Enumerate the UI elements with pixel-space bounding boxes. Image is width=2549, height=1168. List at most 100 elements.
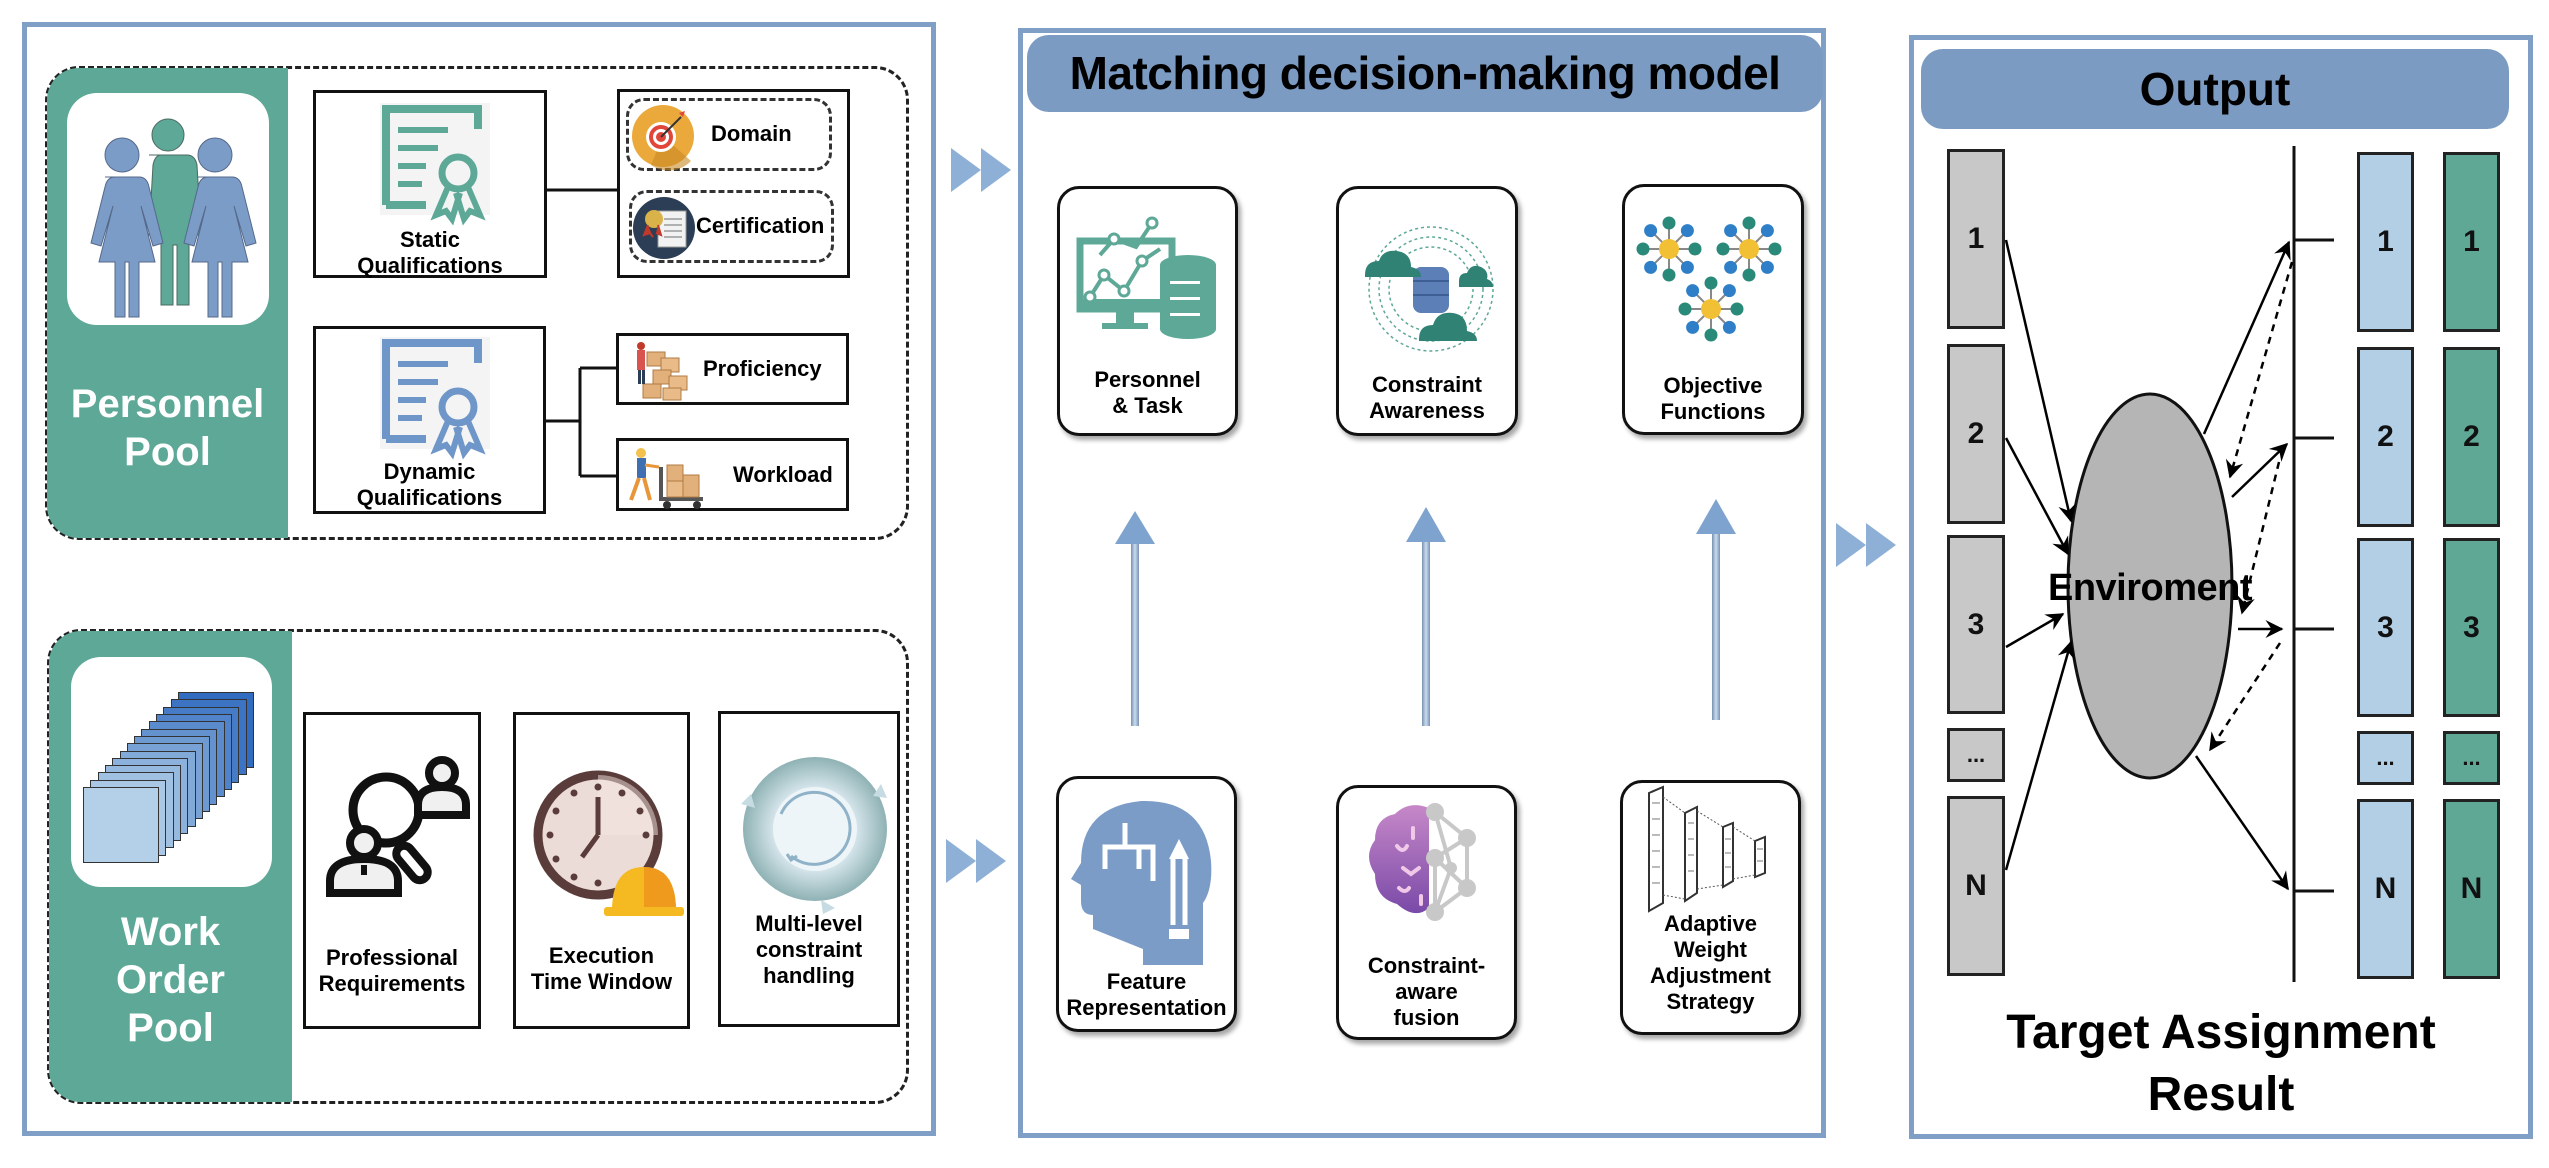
column-box-label: N [2374, 872, 2397, 905]
personnel-pool-label: Personnel Pool [47, 380, 288, 476]
network-nodes-icon [1636, 216, 1782, 342]
output-title: Output [1921, 49, 2509, 129]
adaptive-line3: Adjustment [1650, 963, 1771, 988]
professional-label-line1: Professional [325, 945, 459, 970]
execution-label-line2: Time Window [530, 969, 673, 994]
network-node [1730, 302, 1744, 316]
work-order-icon-tile [71, 657, 272, 887]
environment-label: Enviroment [2047, 567, 2253, 609]
monitor-database-icon [1076, 216, 1216, 339]
result-green-box: N [2443, 799, 2500, 979]
feature-representation-card: Feature Representation [1056, 776, 1237, 1032]
column-box-label: 2 [1967, 417, 1985, 450]
output-arrow-n [2194, 755, 2290, 891]
chevron-right-icon [1836, 523, 1866, 567]
personnel-pool-group [45, 66, 909, 540]
dynamic-qualifications-label: Dynamic Qualifications [316, 459, 543, 511]
stack-sheet [83, 787, 159, 863]
column-box-label: N [1965, 869, 1987, 902]
head-circuit-icon [1071, 800, 1212, 965]
network-node [1680, 224, 1694, 238]
column-box-label: 1 [2463, 225, 2480, 258]
dynamic-qualifications-box: Dynamic Qualifications [313, 326, 546, 514]
feature-representation-label: Feature Representation [1059, 969, 1234, 1021]
input-task-box: N [1947, 796, 2005, 976]
objective-functions-line2: Functions [1660, 399, 1766, 424]
network-node [1704, 328, 1718, 342]
constraint-aware-fusion-card: Constraint- aware fusion [1336, 785, 1517, 1040]
feature-line1: Feature [1106, 969, 1187, 994]
dynamic-label-line1: Dynamic [383, 459, 476, 484]
clock-hardhat-icon [533, 770, 684, 916]
layers-icon [1648, 785, 1766, 913]
output-arrow-1 [2202, 240, 2291, 435]
objective-functions-line1: Objective [1663, 373, 1763, 398]
work-order-pool-label: Work Order Pool [49, 908, 292, 1052]
result-blue-box: 1 [2357, 152, 2414, 332]
personnel-task-line1: Personnel [1094, 367, 1201, 392]
network-node [1724, 224, 1738, 238]
multi-level-label-line3: handling [763, 963, 855, 988]
input-arrow-3 [2005, 612, 2065, 649]
personnel-pool-label-line2: Pool [124, 430, 211, 474]
multi-level-constraint-box: Multi-level constraint handling [718, 711, 900, 1027]
certificate-icon [380, 337, 490, 460]
constraint-awareness-line1: Constraint [1372, 372, 1482, 397]
chevron-right-icon [951, 148, 981, 192]
network-hub [1739, 239, 1759, 259]
feature-line2: Representation [1066, 995, 1227, 1020]
environment-ellipse [2066, 392, 2234, 780]
static-qualifications-label: Static Qualifications [316, 227, 544, 279]
certification-item: Certification [629, 190, 834, 263]
static-qualifications-box: Static Qualifications [313, 90, 547, 278]
column-box-label: ... [2462, 745, 2481, 770]
proficiency-label: Proficiency [703, 356, 822, 381]
cloud-database-icon [1365, 226, 1494, 352]
proficiency-item: Proficiency [616, 333, 849, 405]
network-node [1760, 224, 1774, 238]
execution-time-window-label: Execution Time Window [516, 943, 687, 995]
caption-line1: Target Assignment [2006, 1006, 2436, 1059]
model-title: Matching decision-making model [1027, 35, 1823, 112]
network-node [1742, 268, 1756, 282]
network-node [1636, 242, 1650, 256]
input-arrow-2 [2004, 437, 2070, 556]
objective-functions-label: Objective Functions [1625, 373, 1801, 425]
personnel-pool-label-line1: Personnel [70, 382, 265, 426]
adaptive-weight-card: Adaptive Weight Adjustment Strategy [1620, 780, 1801, 1035]
network-node [1686, 320, 1700, 334]
network-node [1716, 242, 1730, 256]
worker-boxes-icon [637, 342, 688, 401]
chevron-right-icon [1866, 523, 1896, 567]
input-task-box: ... [1947, 728, 2005, 782]
certificate-icon [380, 103, 490, 226]
work-order-label-line3: Pool [127, 1006, 214, 1050]
professional-requirements-label: Professional Requirements [306, 945, 478, 997]
network-node [1768, 242, 1782, 256]
result-green-box: ... [2443, 731, 2500, 785]
result-blue-box: 3 [2357, 538, 2414, 717]
work-order-pool-group [47, 629, 909, 1104]
objective-functions-card: Objective Functions [1622, 184, 1804, 435]
column-box-label: 3 [2377, 610, 2394, 644]
constraint-awareness-card: Constraint Awareness [1336, 186, 1518, 436]
professional-requirements-box: Professional Requirements [303, 712, 481, 1029]
multi-level-constraint-label: Multi-level constraint handling [721, 911, 897, 989]
result-blue-box: 2 [2357, 347, 2414, 527]
network-node [1678, 302, 1692, 316]
fusion-line3: fusion [1393, 1005, 1460, 1030]
caption-line2: Result [2147, 1068, 2295, 1121]
input-arrow-n [2004, 640, 2076, 871]
domain-item: Domain [626, 98, 832, 171]
work-order-label-line2: Order [116, 958, 225, 1002]
column-box-label: 2 [2377, 420, 2394, 453]
workload-item: Workload [616, 438, 849, 511]
flow-chevron-output [1836, 523, 1900, 567]
flow-chevron-work-order [946, 839, 1010, 883]
personnel-task-card: Personnel & Task [1057, 186, 1238, 436]
column-box-label: 3 [1967, 607, 1985, 641]
document-stack-icon [71, 657, 272, 887]
